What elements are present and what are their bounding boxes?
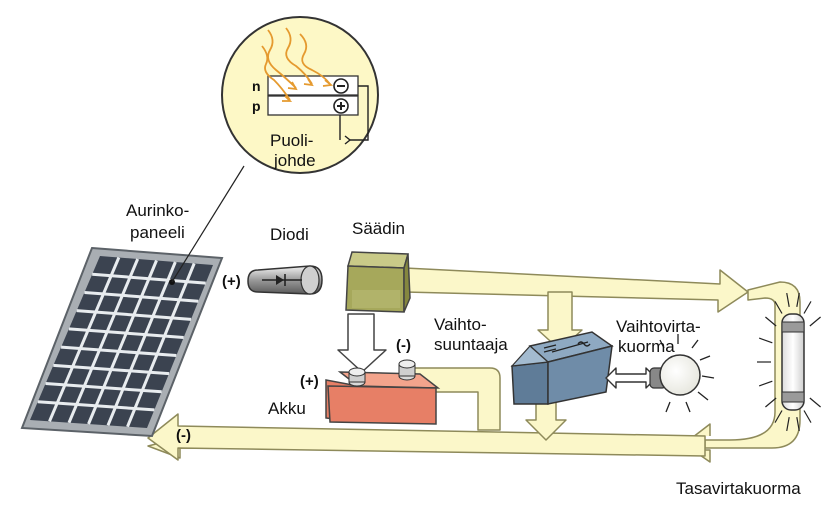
panel-grid-line <box>45 382 162 394</box>
tube-light-ray <box>803 410 812 423</box>
battery-minus-label: (-) <box>396 337 411 354</box>
battery-label: Akku <box>268 399 306 418</box>
panel-grid-line <box>84 290 199 303</box>
panel-grid-line <box>37 400 155 412</box>
panel-grid-line <box>106 261 177 426</box>
solar-panel-label-1: Aurinko- <box>126 201 189 220</box>
lamp-icon <box>649 334 715 413</box>
panel-grid-line <box>87 259 158 425</box>
dc-load-label: Tasavirtakuorma <box>676 479 801 498</box>
ac-load-label-1: Vaihtovirta- <box>616 317 701 336</box>
semiconductor-label-2: johde <box>273 151 316 170</box>
top-current-arrow <box>404 267 749 313</box>
regulator-box <box>345 251 411 313</box>
tube-light-ray <box>765 316 777 327</box>
tube-light-ray <box>786 417 790 432</box>
fluorescent-tube-icon <box>757 292 821 432</box>
semiconductor-zoom: n p Puoli- johde <box>221 16 379 174</box>
current-arrows <box>147 267 801 463</box>
battery-plus-label: (+) <box>300 373 319 390</box>
tube-light-ray <box>774 301 783 314</box>
panel-grid-line <box>53 363 170 376</box>
tube-light-ray <box>809 316 821 327</box>
panel-grid-line <box>61 345 177 358</box>
plus-charge-icon <box>333 98 349 114</box>
tube-light-ray <box>786 292 790 307</box>
battery <box>325 359 441 425</box>
panel-grid-line <box>48 256 121 422</box>
inverter-output-arrow <box>525 399 567 441</box>
n-label: n <box>252 78 261 94</box>
tube-light-ray <box>774 410 783 423</box>
tube-light-ray <box>803 301 812 314</box>
ac-load-label-2: kuorma <box>618 337 675 356</box>
diode-icon <box>247 265 323 295</box>
ac-double-arrow <box>605 367 657 389</box>
panel-grid-line <box>92 272 206 285</box>
panel-grid-line <box>76 309 192 321</box>
minus-charge-icon <box>333 78 349 94</box>
tube-light-ray <box>796 292 800 307</box>
zoom-pointer-line <box>171 165 245 283</box>
circuit-wire <box>350 85 369 141</box>
tube-light-ray <box>758 337 773 344</box>
diode-label: Diodi <box>270 225 309 244</box>
sun-rays-icon <box>261 27 334 102</box>
semiconductor-label-1: Puoli- <box>270 131 313 150</box>
panel-minus-label: (-) <box>176 427 191 444</box>
solar-panel-label-2: paneeli <box>130 223 185 242</box>
inverter-box <box>510 331 614 405</box>
tube-light-ray <box>758 380 773 387</box>
bottom-return-body <box>147 413 706 461</box>
charge-arrow <box>337 313 387 373</box>
p-label: p <box>252 98 261 114</box>
panel-plus-label: (+) <box>222 273 241 290</box>
panel-grid-line <box>126 262 196 428</box>
tube-light-ray <box>796 417 800 432</box>
panel-grid-line <box>68 327 184 339</box>
inverter-label-2: suuntaaja <box>434 335 508 354</box>
tube-light-ray <box>765 397 777 408</box>
solar-panel <box>20 246 224 438</box>
panel-grid-line <box>67 258 140 424</box>
tube-light-ray <box>809 397 821 408</box>
inverter-label-1: Vaihto- <box>434 315 487 334</box>
regulator-label: Säädin <box>352 219 405 238</box>
